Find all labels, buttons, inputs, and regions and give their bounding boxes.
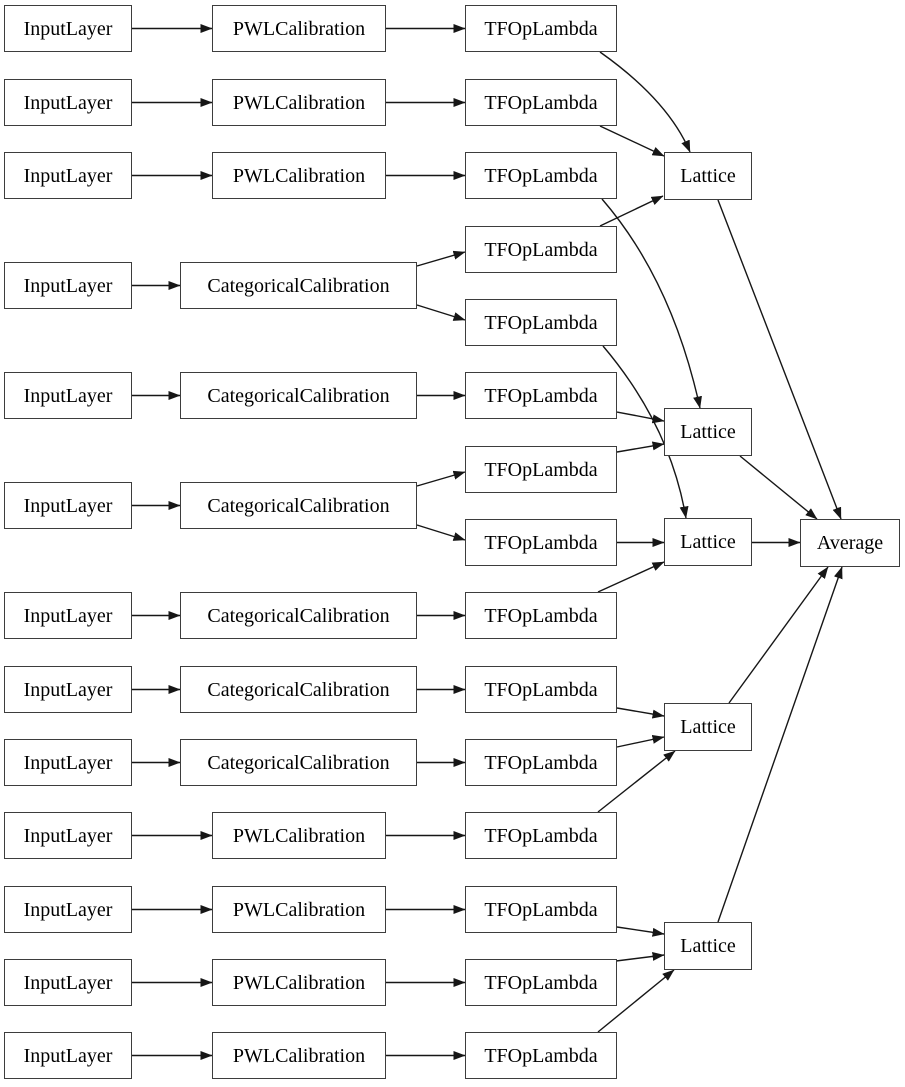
edge-tl4-lat1 [599, 195, 664, 227]
edge-tl1-lat1 [599, 51, 691, 153]
node-cc6-categoricalcalibration: CategoricalCalibration [180, 739, 417, 786]
node-lat2-lattice: Lattice [664, 408, 752, 456]
node-avg-average: Average [800, 519, 900, 567]
edge-tl12-lat4 [597, 750, 676, 813]
node-tl6-tfoplambda: TFOpLambda [465, 372, 617, 419]
node-il5-inputlayer: InputLayer [4, 372, 132, 419]
node-tl12-tfoplambda: TFOpLambda [465, 812, 617, 859]
node-tl14-tfoplambda: TFOpLambda [465, 959, 617, 1006]
node-il2-inputlayer: InputLayer [4, 79, 132, 126]
node-il8-inputlayer: InputLayer [4, 666, 132, 713]
node-cc5-categoricalcalibration: CategoricalCalibration [180, 666, 417, 713]
edge-cc3-tl8 [416, 524, 466, 541]
edge-tl11-lat4 [616, 734, 665, 748]
node-il6-inputlayer: InputLayer [4, 482, 132, 529]
edge-tl2-lat1 [599, 125, 665, 157]
edge-lat2-avg [739, 455, 818, 520]
edge-tl15-lat5 [597, 969, 675, 1033]
node-pc4-pwlcalibration: PWLCalibration [212, 812, 386, 859]
node-tl15-tfoplambda: TFOpLambda [465, 1032, 617, 1079]
node-tl8-tfoplambda: TFOpLambda [465, 519, 617, 566]
node-lat4-lattice: Lattice [664, 703, 752, 751]
node-il7-inputlayer: InputLayer [4, 592, 132, 639]
edge-tl9-lat3 [597, 561, 665, 593]
node-cc2-categoricalcalibration: CategoricalCalibration [180, 372, 417, 419]
node-tl13-tfoplambda: TFOpLambda [465, 886, 617, 933]
node-tl5-tfoplambda: TFOpLambda [465, 299, 617, 346]
node-tl10-tfoplambda: TFOpLambda [465, 666, 617, 713]
edge-lat4-avg [728, 566, 829, 704]
edge-cc1-tl5 [416, 304, 466, 321]
node-il9-inputlayer: InputLayer [4, 739, 132, 786]
node-il10-inputlayer: InputLayer [4, 812, 132, 859]
node-pc6-pwlcalibration: PWLCalibration [212, 959, 386, 1006]
node-pc1-pwlcalibration: PWLCalibration [212, 5, 386, 52]
node-pc2-pwlcalibration: PWLCalibration [212, 79, 386, 126]
edge-tl5-lat3 [602, 345, 689, 519]
edge-tl14-lat5 [615, 951, 665, 962]
node-tl9-tfoplambda: TFOpLambda [465, 592, 617, 639]
edge-cc3-tl7 [416, 470, 466, 487]
node-il3-inputlayer: InputLayer [4, 152, 132, 199]
node-lat1-lattice: Lattice [664, 152, 752, 200]
edge-tl3-lat2 [601, 198, 702, 409]
edge-lat1-avg [717, 199, 842, 520]
node-tl3-tfoplambda: TFOpLambda [465, 152, 617, 199]
node-lat3-lattice: Lattice [664, 518, 752, 566]
node-cc1-categoricalcalibration: CategoricalCalibration [180, 262, 417, 309]
node-il1-inputlayer: InputLayer [4, 5, 132, 52]
node-tl11-tfoplambda: TFOpLambda [465, 739, 617, 786]
node-pc5-pwlcalibration: PWLCalibration [212, 886, 386, 933]
edge-tl10-lat4 [616, 707, 665, 719]
node-il4-inputlayer: InputLayer [4, 262, 132, 309]
node-cc4-categoricalcalibration: CategoricalCalibration [180, 592, 417, 639]
node-lat5-lattice: Lattice [664, 922, 752, 970]
node-tl4-tfoplambda: TFOpLambda [465, 226, 617, 273]
edge-lat5-avg [717, 566, 843, 923]
node-pc7-pwlcalibration: PWLCalibration [212, 1032, 386, 1079]
edge-tl13-lat5 [616, 926, 665, 937]
node-tl1-tfoplambda: TFOpLambda [465, 5, 617, 52]
node-tl7-tfoplambda: TFOpLambda [465, 446, 617, 493]
edge-tl6-lat2 [616, 411, 665, 424]
node-pc3-pwlcalibration: PWLCalibration [212, 152, 386, 199]
node-il12-inputlayer: InputLayer [4, 959, 132, 1006]
edge-cc1-tl4 [416, 250, 466, 267]
node-tl2-tfoplambda: TFOpLambda [465, 79, 617, 126]
node-cc3-categoricalcalibration: CategoricalCalibration [180, 482, 417, 529]
edge-tl7-lat2 [616, 441, 665, 453]
node-il11-inputlayer: InputLayer [4, 886, 132, 933]
node-il13-inputlayer: InputLayer [4, 1032, 132, 1079]
